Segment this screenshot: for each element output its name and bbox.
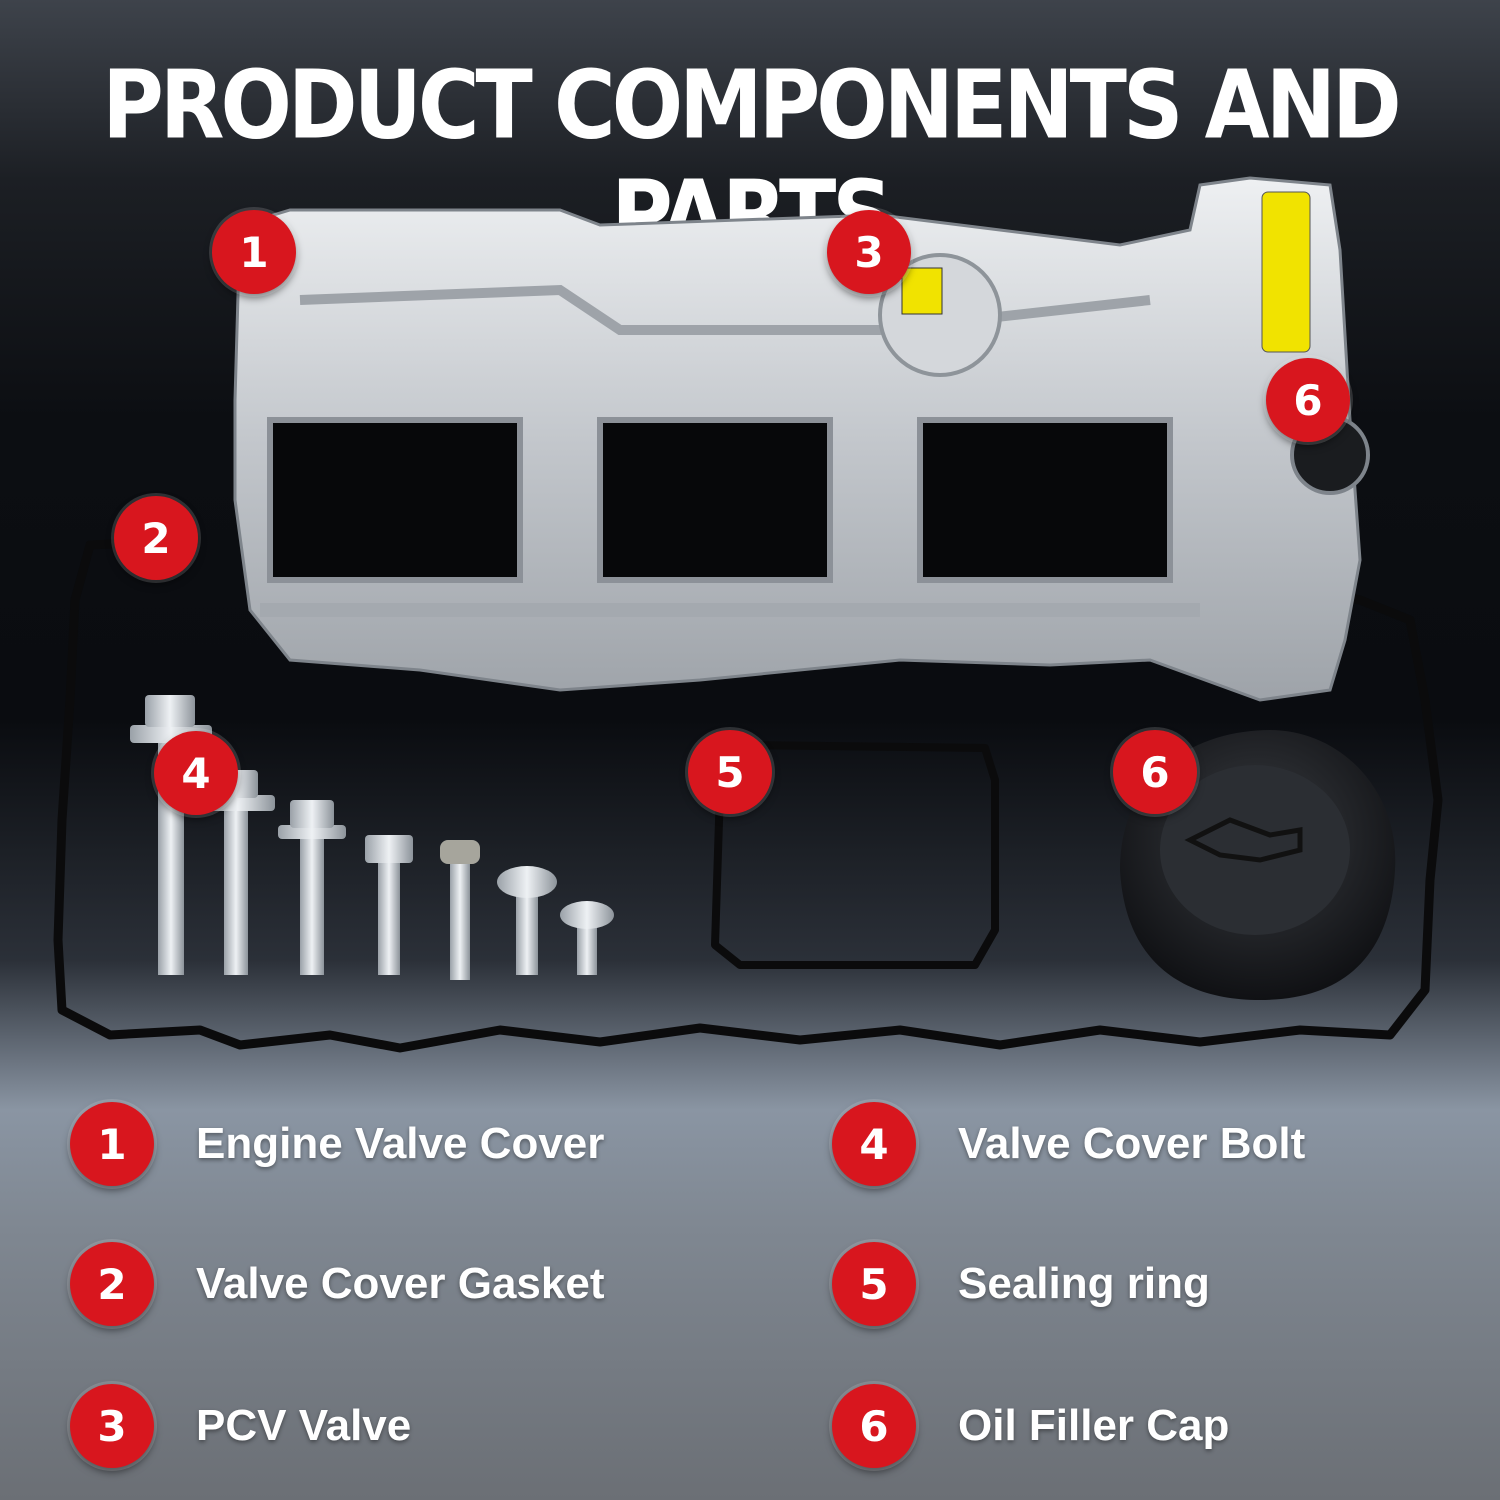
legend-badge: 6 (832, 1384, 916, 1468)
legend-item-oil-filler-cap: 6 Oil Filler Cap (832, 1384, 1229, 1468)
legend-label: PCV Valve (196, 1401, 412, 1450)
callout-badge-4: 4 (154, 731, 238, 815)
engine-valve-cover (233, 176, 1370, 702)
legend-label: Valve Cover Gasket (196, 1259, 605, 1308)
legend-item-valve-cover-gasket: 2 Valve Cover Gasket (70, 1242, 604, 1326)
valve-cover-gasket (53, 535, 1443, 1053)
legend-badge: 5 (832, 1242, 916, 1326)
sealing-ring (711, 741, 999, 969)
legend-label: Sealing ring (958, 1259, 1210, 1308)
callout-badge-1: 1 (212, 210, 296, 294)
legend-badge: 4 (832, 1102, 916, 1186)
callout-badge-3: 3 (827, 210, 911, 294)
callout-badge-2: 2 (114, 496, 198, 580)
callout-badge-5: 5 (688, 730, 772, 814)
oil-filler-cap (1120, 730, 1396, 1000)
legend-badge: 1 (70, 1102, 154, 1186)
valve-cover-bolts (130, 695, 614, 980)
callout-badge-6-cover: 6 (1266, 358, 1350, 442)
legend-item-sealing-ring: 5 Sealing ring (832, 1242, 1210, 1326)
legend-item-valve-cover-bolt: 4 Valve Cover Bolt (832, 1102, 1305, 1186)
legend-item-engine-valve-cover: 1 Engine Valve Cover (70, 1102, 604, 1186)
legend-label: Valve Cover Bolt (958, 1119, 1306, 1168)
legend-item-pcv-valve: 3 PCV Valve (70, 1384, 411, 1468)
legend-badge: 3 (70, 1384, 154, 1468)
legend-label: Engine Valve Cover (196, 1119, 605, 1168)
legend-badge: 2 (70, 1242, 154, 1326)
callout-badge-6-cap: 6 (1113, 730, 1197, 814)
legend-label: Oil Filler Cap (958, 1401, 1230, 1450)
